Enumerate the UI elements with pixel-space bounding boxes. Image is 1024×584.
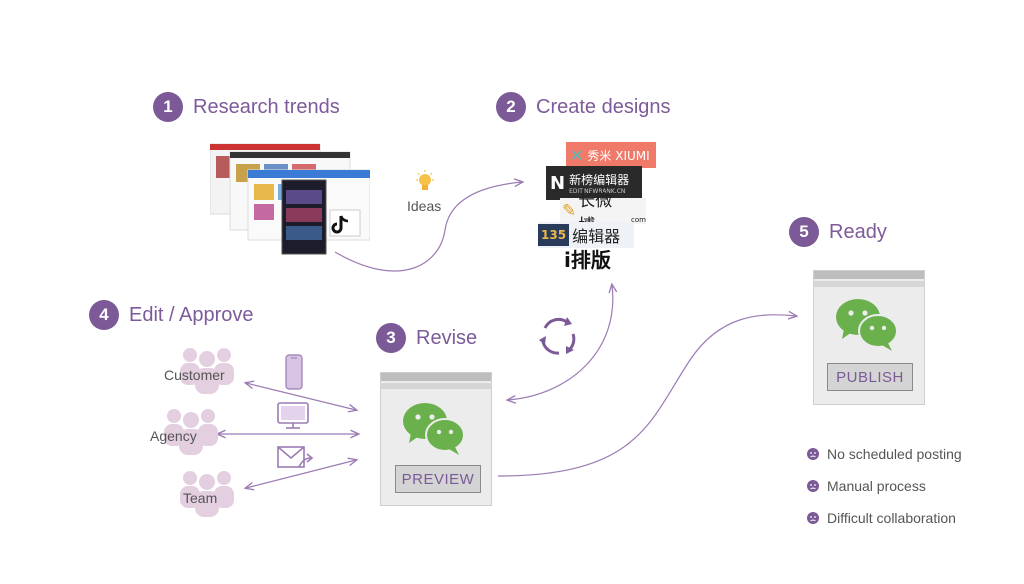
issue-label: No scheduled posting bbox=[827, 446, 962, 462]
xiumi-label: 秀米 XIUMI bbox=[587, 148, 650, 163]
xiumi-x-icon: ✕ bbox=[570, 145, 584, 165]
newrank-n-icon: N bbox=[550, 172, 566, 194]
ideas-label: Ideas bbox=[407, 198, 442, 214]
step-3-label: Revise bbox=[416, 326, 478, 349]
editor135-logo: 135 编辑器 bbox=[538, 222, 634, 248]
editor135-label: 编辑器 bbox=[572, 227, 621, 246]
newrank-label: 新榜编辑器 bbox=[569, 173, 630, 187]
editor-logos: ✕ 秀米 XIUMI N 新榜编辑器 EDIT.NEWRANK.CN ✎ 长微博… bbox=[538, 142, 658, 272]
lightbulb-icon bbox=[414, 170, 436, 201]
phone-icon bbox=[285, 354, 303, 395]
step-5-number: 5 bbox=[789, 217, 819, 247]
research-screenshots bbox=[209, 140, 371, 255]
newrank-sub: EDIT.NEWRANK.CN bbox=[569, 188, 626, 195]
weibo-logo: ✎ 长微博 com bbox=[560, 191, 646, 236]
people-icon bbox=[180, 348, 234, 394]
step-4-title: 4 Edit / Approve bbox=[89, 300, 254, 330]
trend-sites-image bbox=[209, 143, 371, 255]
step-1-label: Research trends bbox=[193, 95, 340, 118]
issue-label: Difficult collaboration bbox=[827, 510, 956, 526]
issue-item: No scheduled posting bbox=[807, 446, 962, 462]
weibo-sub: com bbox=[631, 216, 646, 224]
preview-window-toolbar bbox=[381, 383, 491, 389]
arrow-research-to-design bbox=[334, 182, 522, 272]
preview-button[interactable]: PREVIEW bbox=[395, 465, 481, 493]
sad-face-icon bbox=[807, 512, 819, 524]
arrow-team bbox=[246, 460, 356, 488]
wechat-icon bbox=[403, 403, 465, 455]
sad-face-icon bbox=[807, 480, 819, 492]
step-5-label: Ready bbox=[829, 220, 887, 243]
customer-label: Customer bbox=[164, 367, 225, 383]
weibo-icon: ✎ bbox=[562, 201, 577, 221]
people-icon bbox=[180, 471, 234, 517]
team-group: Team bbox=[170, 466, 250, 526]
step-5-title: 5 Ready bbox=[789, 217, 887, 247]
publish-window-titlebar bbox=[814, 271, 924, 279]
preview-window: PREVIEW bbox=[380, 372, 492, 506]
publish-window-toolbar bbox=[814, 281, 924, 287]
arrow-design-revise bbox=[508, 285, 613, 400]
xiumi-logo: ✕ 秀米 XIUMI bbox=[566, 142, 656, 168]
publish-button[interactable]: PUBLISH bbox=[827, 363, 913, 391]
issue-label: Manual process bbox=[827, 478, 926, 494]
arrow-revise-to-ready bbox=[497, 315, 796, 477]
agency-label: Agency bbox=[150, 428, 197, 444]
people-icon bbox=[164, 409, 218, 455]
step-1-title: 1 Research trends bbox=[153, 92, 340, 122]
ipaiban-logo: i排版 bbox=[564, 246, 656, 272]
arrow-customer bbox=[246, 383, 356, 410]
step-3-title: 3 Revise bbox=[376, 323, 477, 353]
issue-item: Difficult collaboration bbox=[807, 510, 962, 526]
step-1-number: 1 bbox=[153, 92, 183, 122]
preview-window-titlebar bbox=[381, 373, 491, 381]
issues-list: No scheduled posting Manual process Diff… bbox=[807, 446, 962, 526]
customer-group: Customer bbox=[162, 343, 242, 403]
email-forward-icon bbox=[277, 445, 317, 478]
step-2-title: 2 Create designs bbox=[496, 92, 671, 122]
step-3-number: 3 bbox=[376, 323, 406, 353]
step-2-label: Create designs bbox=[536, 95, 671, 118]
step-4-label: Edit / Approve bbox=[129, 303, 254, 326]
team-label: Team bbox=[183, 490, 218, 506]
newrank-logo: N 新榜编辑器 EDIT.NEWRANK.CN bbox=[546, 166, 642, 200]
publish-window: PUBLISH bbox=[813, 270, 925, 405]
sad-face-icon bbox=[807, 448, 819, 460]
wechat-icon bbox=[836, 299, 898, 351]
step-4-number: 4 bbox=[89, 300, 119, 330]
issue-item: Manual process bbox=[807, 478, 962, 494]
refresh-cycle-icon bbox=[537, 316, 579, 361]
step-2-number: 2 bbox=[496, 92, 526, 122]
ipaiban-label: i排版 bbox=[564, 247, 611, 272]
editor135-prefix: 135 bbox=[538, 224, 570, 246]
monitor-icon bbox=[277, 402, 309, 435]
agency-group: Agency bbox=[150, 404, 230, 464]
